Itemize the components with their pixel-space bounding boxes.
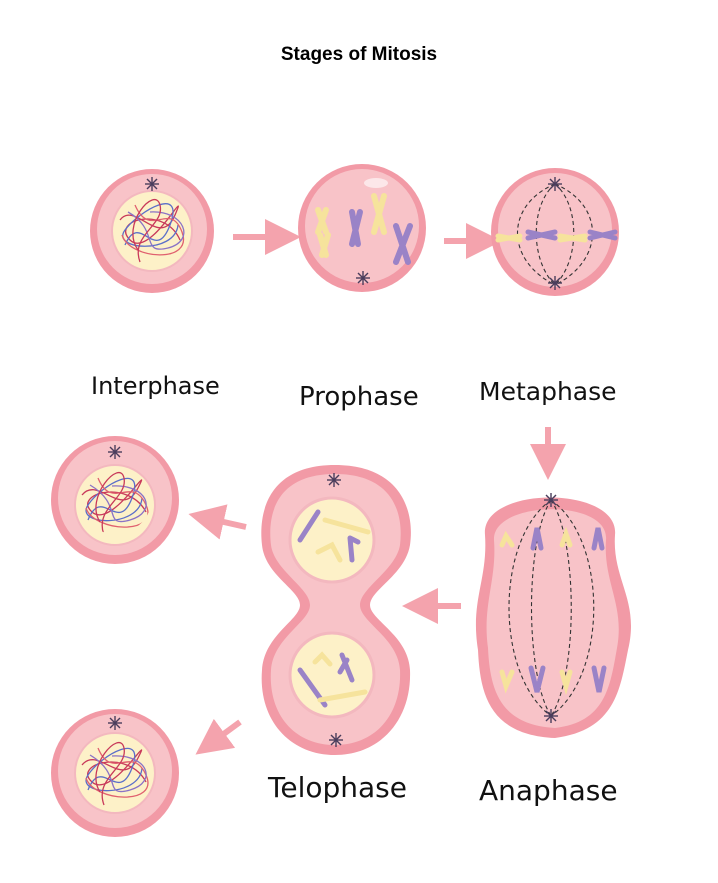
arrow-telophase-to-daughter-top bbox=[188, 504, 247, 540]
chromatin bbox=[81, 471, 149, 534]
prophase-cell bbox=[298, 164, 426, 292]
centrosome bbox=[548, 177, 562, 290]
label-interphase: Interphase bbox=[91, 372, 220, 400]
daughter-cell-bottom bbox=[51, 709, 179, 837]
chromosome-yellow bbox=[315, 193, 387, 258]
centrosome bbox=[108, 445, 122, 459]
chromosomes-bottom bbox=[499, 665, 607, 696]
chromatin bbox=[81, 741, 149, 806]
chromatin bbox=[119, 198, 185, 263]
arrow-telophase-to-daughter-bottom bbox=[195, 718, 242, 755]
centrosome bbox=[108, 716, 122, 730]
metaphase-cell bbox=[491, 168, 619, 296]
chromosomes-top bbox=[297, 509, 371, 563]
centrosome bbox=[544, 493, 558, 723]
daughter-cell-top bbox=[51, 436, 179, 564]
chromosomes-bottom bbox=[297, 651, 368, 708]
diagram-title: Stages of Mitosis bbox=[280, 44, 438, 65]
label-anaphase: Anaphase bbox=[479, 774, 618, 807]
chromosomes-top bbox=[499, 526, 605, 551]
anaphase-cell bbox=[475, 493, 632, 738]
telophase-cell bbox=[261, 465, 411, 755]
label-telophase: Telophase bbox=[268, 771, 407, 804]
spindle-fibers bbox=[508, 499, 595, 717]
centrosome bbox=[327, 473, 343, 747]
label-metaphase: Metaphase bbox=[479, 377, 617, 406]
centrosome bbox=[356, 271, 370, 285]
interphase-cell bbox=[90, 169, 214, 293]
label-prophase: Prophase bbox=[299, 382, 419, 412]
centrosome bbox=[145, 177, 159, 191]
chromosome-purple bbox=[349, 209, 413, 265]
chromosome-row bbox=[495, 229, 618, 243]
